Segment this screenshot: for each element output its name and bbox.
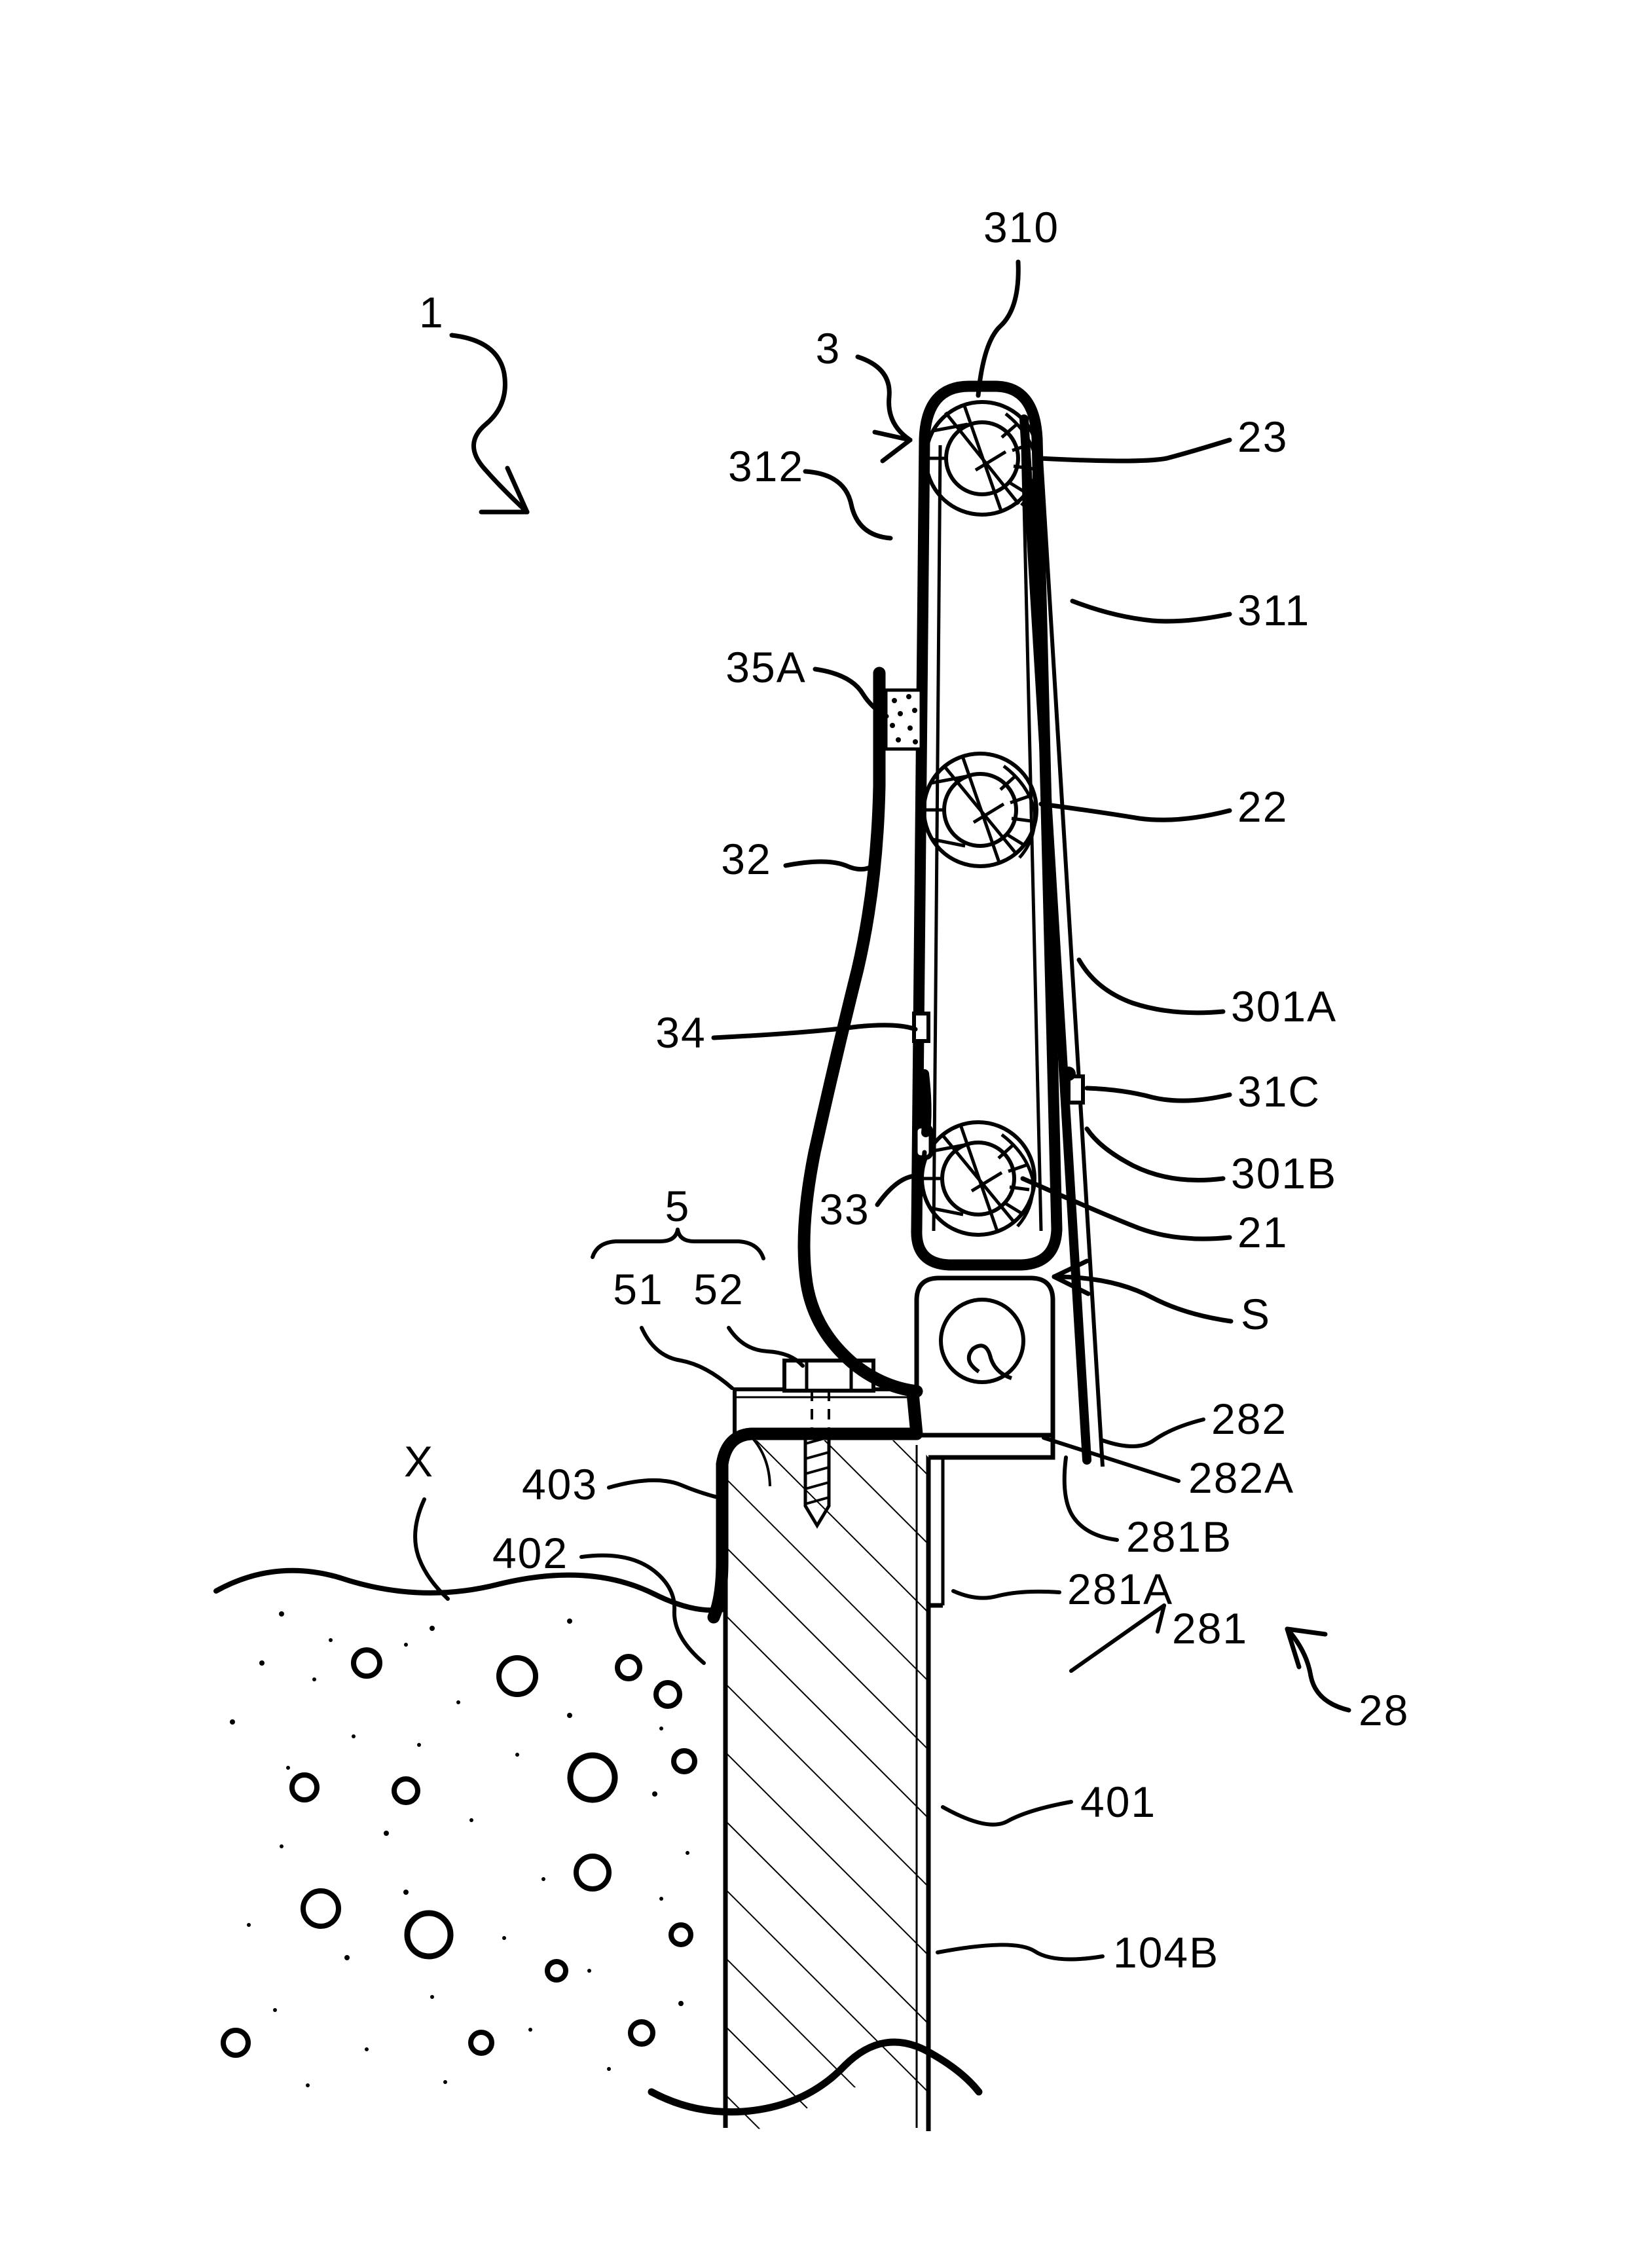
label-22: 22 [1237,782,1288,831]
clip-31C [1067,1074,1085,1105]
label-301A: 301A [1231,982,1337,1031]
label-281: 281 [1172,1604,1248,1653]
label-282: 282 [1211,1395,1287,1443]
label-282A: 282A [1188,1454,1294,1502]
label-281A: 281A [1067,1565,1173,1613]
routed-cable [707,667,923,1624]
label-401: 401 [1080,1778,1156,1826]
label-28: 28 [1359,1686,1409,1734]
label-403: 403 [522,1460,598,1509]
ground-stipple [221,1611,697,2087]
label-S: S [1241,1290,1271,1338]
label-5: 5 [665,1182,691,1230]
label-X: X [404,1437,434,1486]
label-312: 312 [728,442,804,490]
ground-region [213,1567,726,2087]
label-33: 33 [819,1185,870,1234]
connector-35A [884,688,923,751]
label-34: 34 [655,1008,706,1057]
label-31C: 31C [1237,1067,1321,1116]
label-51: 51 [613,1265,663,1313]
boss-21 [920,1120,1036,1237]
reference-labels: 1 310 3 23 312 311 35A 22 32 301A 34 31C… [404,203,1409,1977]
label-402: 402 [492,1529,568,1577]
leader-lines [413,259,1351,1962]
label-301B: 301B [1231,1149,1337,1198]
label-32: 32 [721,835,771,883]
label-21: 21 [1237,1208,1288,1256]
mounting-bracket [910,1275,1055,1608]
boss-22 [922,752,1038,868]
label-52: 52 [693,1265,744,1313]
label-311: 311 [1237,586,1310,634]
label-310: 310 [983,203,1059,251]
label-3: 3 [816,324,841,373]
label-35A: 35A [725,643,806,691]
fastener-assembly [733,1359,915,1436]
boss-23 [924,400,1040,517]
label-104B: 104B [1113,1928,1219,1977]
label-1: 1 [419,288,445,337]
label-281B: 281B [1126,1512,1232,1561]
label-23: 23 [1237,412,1288,461]
wall-panel [648,1440,983,2131]
